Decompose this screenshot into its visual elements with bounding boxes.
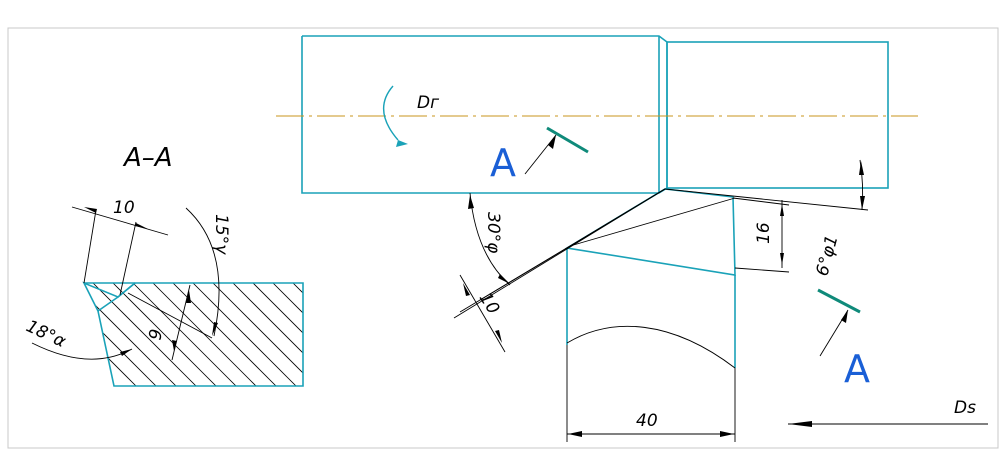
rotation-arrow — [382, 85, 399, 141]
view-marker-top: A — [490, 141, 516, 185]
section-title: A–A — [122, 143, 173, 173]
angle-18: 18°α — [23, 316, 69, 352]
angle-30: 30°φ — [483, 212, 503, 254]
section-outline — [82, 281, 304, 387]
dim-6: 6 — [143, 327, 165, 341]
view-marker-bottom: A — [844, 347, 870, 391]
cut-marker-bottom — [817, 288, 861, 314]
workpiece: Dг A — [276, 35, 918, 194]
dim-16: 16 — [754, 222, 774, 244]
break-line — [566, 325, 736, 369]
section-hatching — [84, 283, 303, 386]
cut-marker-top — [546, 126, 589, 154]
angle-15: 15°γ — [211, 214, 231, 255]
dim-10-tool: 10 — [475, 289, 503, 318]
dim-10-section: 10 — [113, 198, 135, 218]
angle-6: 6°φ1 — [813, 233, 843, 278]
feed-direction: Ds — [788, 398, 988, 427]
dim-40: 40 — [636, 411, 658, 431]
drawing-frame — [7, 27, 999, 449]
rotation-label: Dг — [417, 93, 439, 113]
feed-label: Ds — [954, 398, 976, 418]
section-view: A–A 10 — [23, 143, 304, 387]
cutting-tool: 30°φ 10 16 6°φ1 A 40 — [453, 159, 870, 442]
